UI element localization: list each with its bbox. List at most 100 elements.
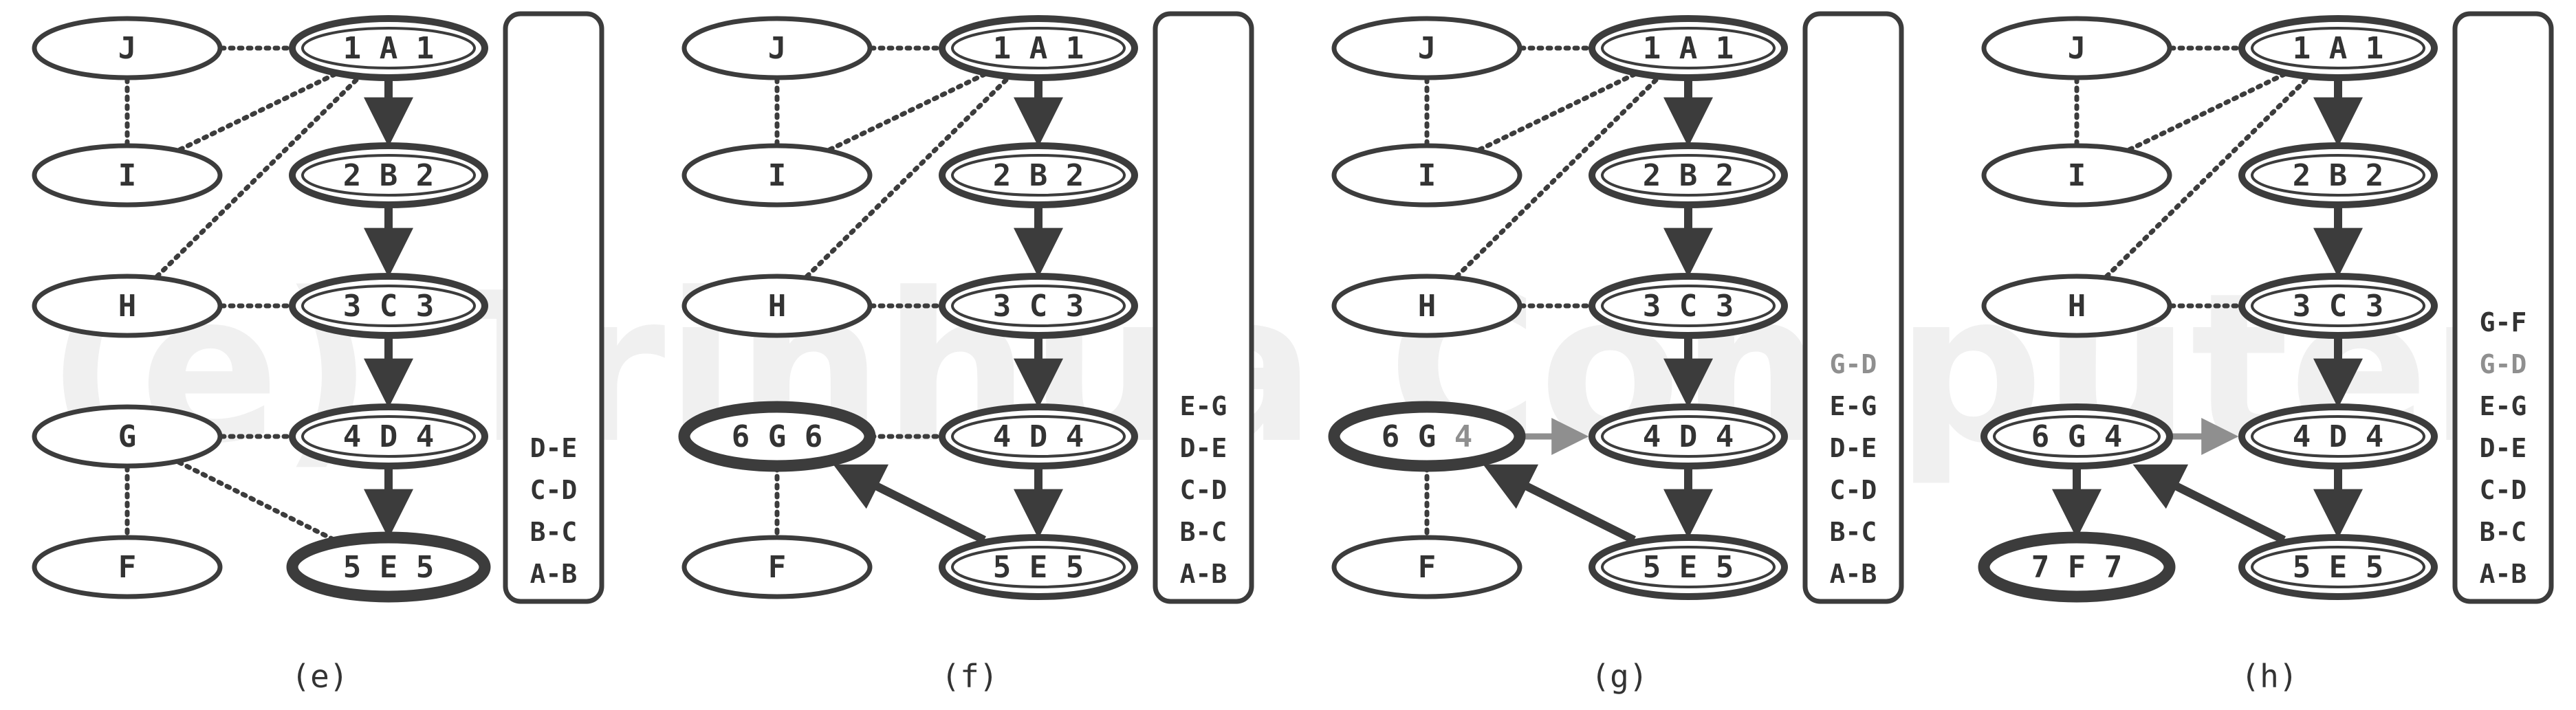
stack-entry: A-B (2480, 559, 2527, 589)
stack-entry: D-E (1830, 433, 1877, 463)
stack-entry: C-D (1180, 475, 1227, 505)
stack-entry: C-D (1830, 475, 1877, 505)
node-J: J (681, 16, 873, 80)
node-A-label: 1 A 1 (343, 31, 434, 66)
stack-entry: A-B (1830, 559, 1877, 589)
stack-entry: C-D (530, 475, 578, 505)
panel-caption: (h) (2240, 658, 2297, 695)
node-B: 2 B 2 (289, 142, 488, 208)
dotted-edge-H-A (804, 75, 1012, 279)
node-G: G (32, 404, 223, 469)
dotted-edge-H-A (154, 75, 362, 279)
node-E-label: 5 E 5 (343, 550, 434, 585)
stack-entry: B-C (2480, 517, 2527, 547)
node-D: 4 D 4 (289, 403, 488, 469)
node-E: 5 E 5 (1589, 534, 1788, 600)
node-B: 2 B 2 (2238, 142, 2438, 208)
node-F: 7 F 7 (1978, 531, 2176, 603)
node-I-label: I (768, 158, 787, 193)
node-I-label: I (118, 158, 137, 193)
stack-entry: B-C (530, 517, 578, 547)
dotted-edge-I-A (1477, 71, 1638, 153)
node-J-label: J (1418, 31, 1437, 66)
node-A: 1 A 1 (2238, 15, 2438, 81)
stack-box (2452, 11, 2554, 604)
node-I: I (1981, 143, 2172, 208)
node-E-label: 5 E 5 (1643, 550, 1734, 585)
node-D: 4 D 4 (939, 403, 1138, 469)
stack-entry: B-C (1180, 517, 1227, 547)
stack-box (1802, 11, 1904, 604)
node-B-label: 2 B 2 (1643, 158, 1734, 193)
node-D-label: 4 D 4 (343, 419, 434, 454)
node-I: I (32, 143, 223, 208)
node-A: 1 A 1 (1589, 15, 1788, 81)
stack-entry: G-D (2480, 349, 2527, 379)
stack-entry: A-B (530, 559, 578, 589)
node-F-label: F (768, 550, 787, 585)
node-A-label: 1 A 1 (2293, 31, 2383, 66)
node-E: 5 E 5 (939, 534, 1138, 600)
node-C: 3 C 3 (1589, 273, 1788, 339)
node-H-label: H (118, 289, 137, 324)
node-A-label: 1 A 1 (993, 31, 1084, 66)
node-F: F (1331, 535, 1522, 599)
node-J-label: J (118, 31, 137, 66)
dotted-edge-I-A (177, 71, 338, 153)
node-I: I (1331, 143, 1522, 208)
node-J: J (32, 16, 223, 80)
arrow-E-G (833, 464, 986, 544)
node-E: 5 E 5 (2238, 534, 2438, 600)
node-H-label: H (1418, 289, 1437, 324)
node-D-label: 4 D 4 (1643, 419, 1734, 454)
node-C: 3 C 3 (289, 273, 488, 339)
node-C-label: 3 C 3 (343, 289, 434, 324)
panel-caption: (e) (291, 658, 348, 695)
node-G-label: 6 G 4 (1382, 419, 1472, 454)
node-B: 2 B 2 (939, 142, 1138, 208)
node-E: 5 E 5 (286, 531, 491, 603)
panel-caption: (f) (941, 658, 998, 695)
dotted-edge-G-E (176, 460, 339, 544)
panel-caption: (g) (1591, 658, 1648, 695)
node-C-label: 3 C 3 (1643, 289, 1734, 324)
dotted-edge-H-A (2104, 75, 2311, 279)
node-A: 1 A 1 (939, 15, 1138, 81)
node-J: J (1981, 16, 2172, 80)
node-B-label: 2 B 2 (343, 158, 434, 193)
node-G: 6 G 4 (1328, 401, 1526, 472)
node-G: 6 G 4 (1980, 403, 2173, 469)
node-F-label: 7 F 7 (2031, 550, 2122, 585)
node-C: 3 C 3 (2238, 273, 2438, 339)
stack-entry: B-C (1830, 517, 1877, 547)
node-F: F (32, 535, 223, 599)
node-F-label: F (118, 550, 137, 585)
node-I: I (681, 143, 873, 208)
node-C-label: 3 C 3 (993, 289, 1084, 324)
node-J: J (1331, 16, 1522, 80)
stack-box (503, 11, 604, 604)
node-F: F (681, 535, 873, 599)
arrow-E-G (2132, 464, 2286, 544)
node-F-label: F (1418, 550, 1437, 585)
node-B-label: 2 B 2 (993, 158, 1084, 193)
stack-entry: E-G (1830, 391, 1877, 421)
node-H: H (32, 274, 223, 338)
node-B: 2 B 2 (1589, 142, 1788, 208)
node-J-label: J (768, 31, 787, 66)
stack-entry: E-G (1180, 391, 1227, 421)
stack-entry: E-G (2480, 391, 2527, 421)
arrow-E-G (1483, 464, 1636, 544)
node-A: 1 A 1 (289, 15, 488, 81)
node-G: 6 G 6 (678, 401, 876, 472)
node-H-label: H (2068, 289, 2086, 324)
node-H: H (681, 274, 873, 338)
node-D: 4 D 4 (1589, 403, 1788, 469)
stack-entry: C-D (2480, 475, 2527, 505)
node-E-label: 5 E 5 (2293, 550, 2383, 585)
node-E-label: 5 E 5 (993, 550, 1084, 585)
